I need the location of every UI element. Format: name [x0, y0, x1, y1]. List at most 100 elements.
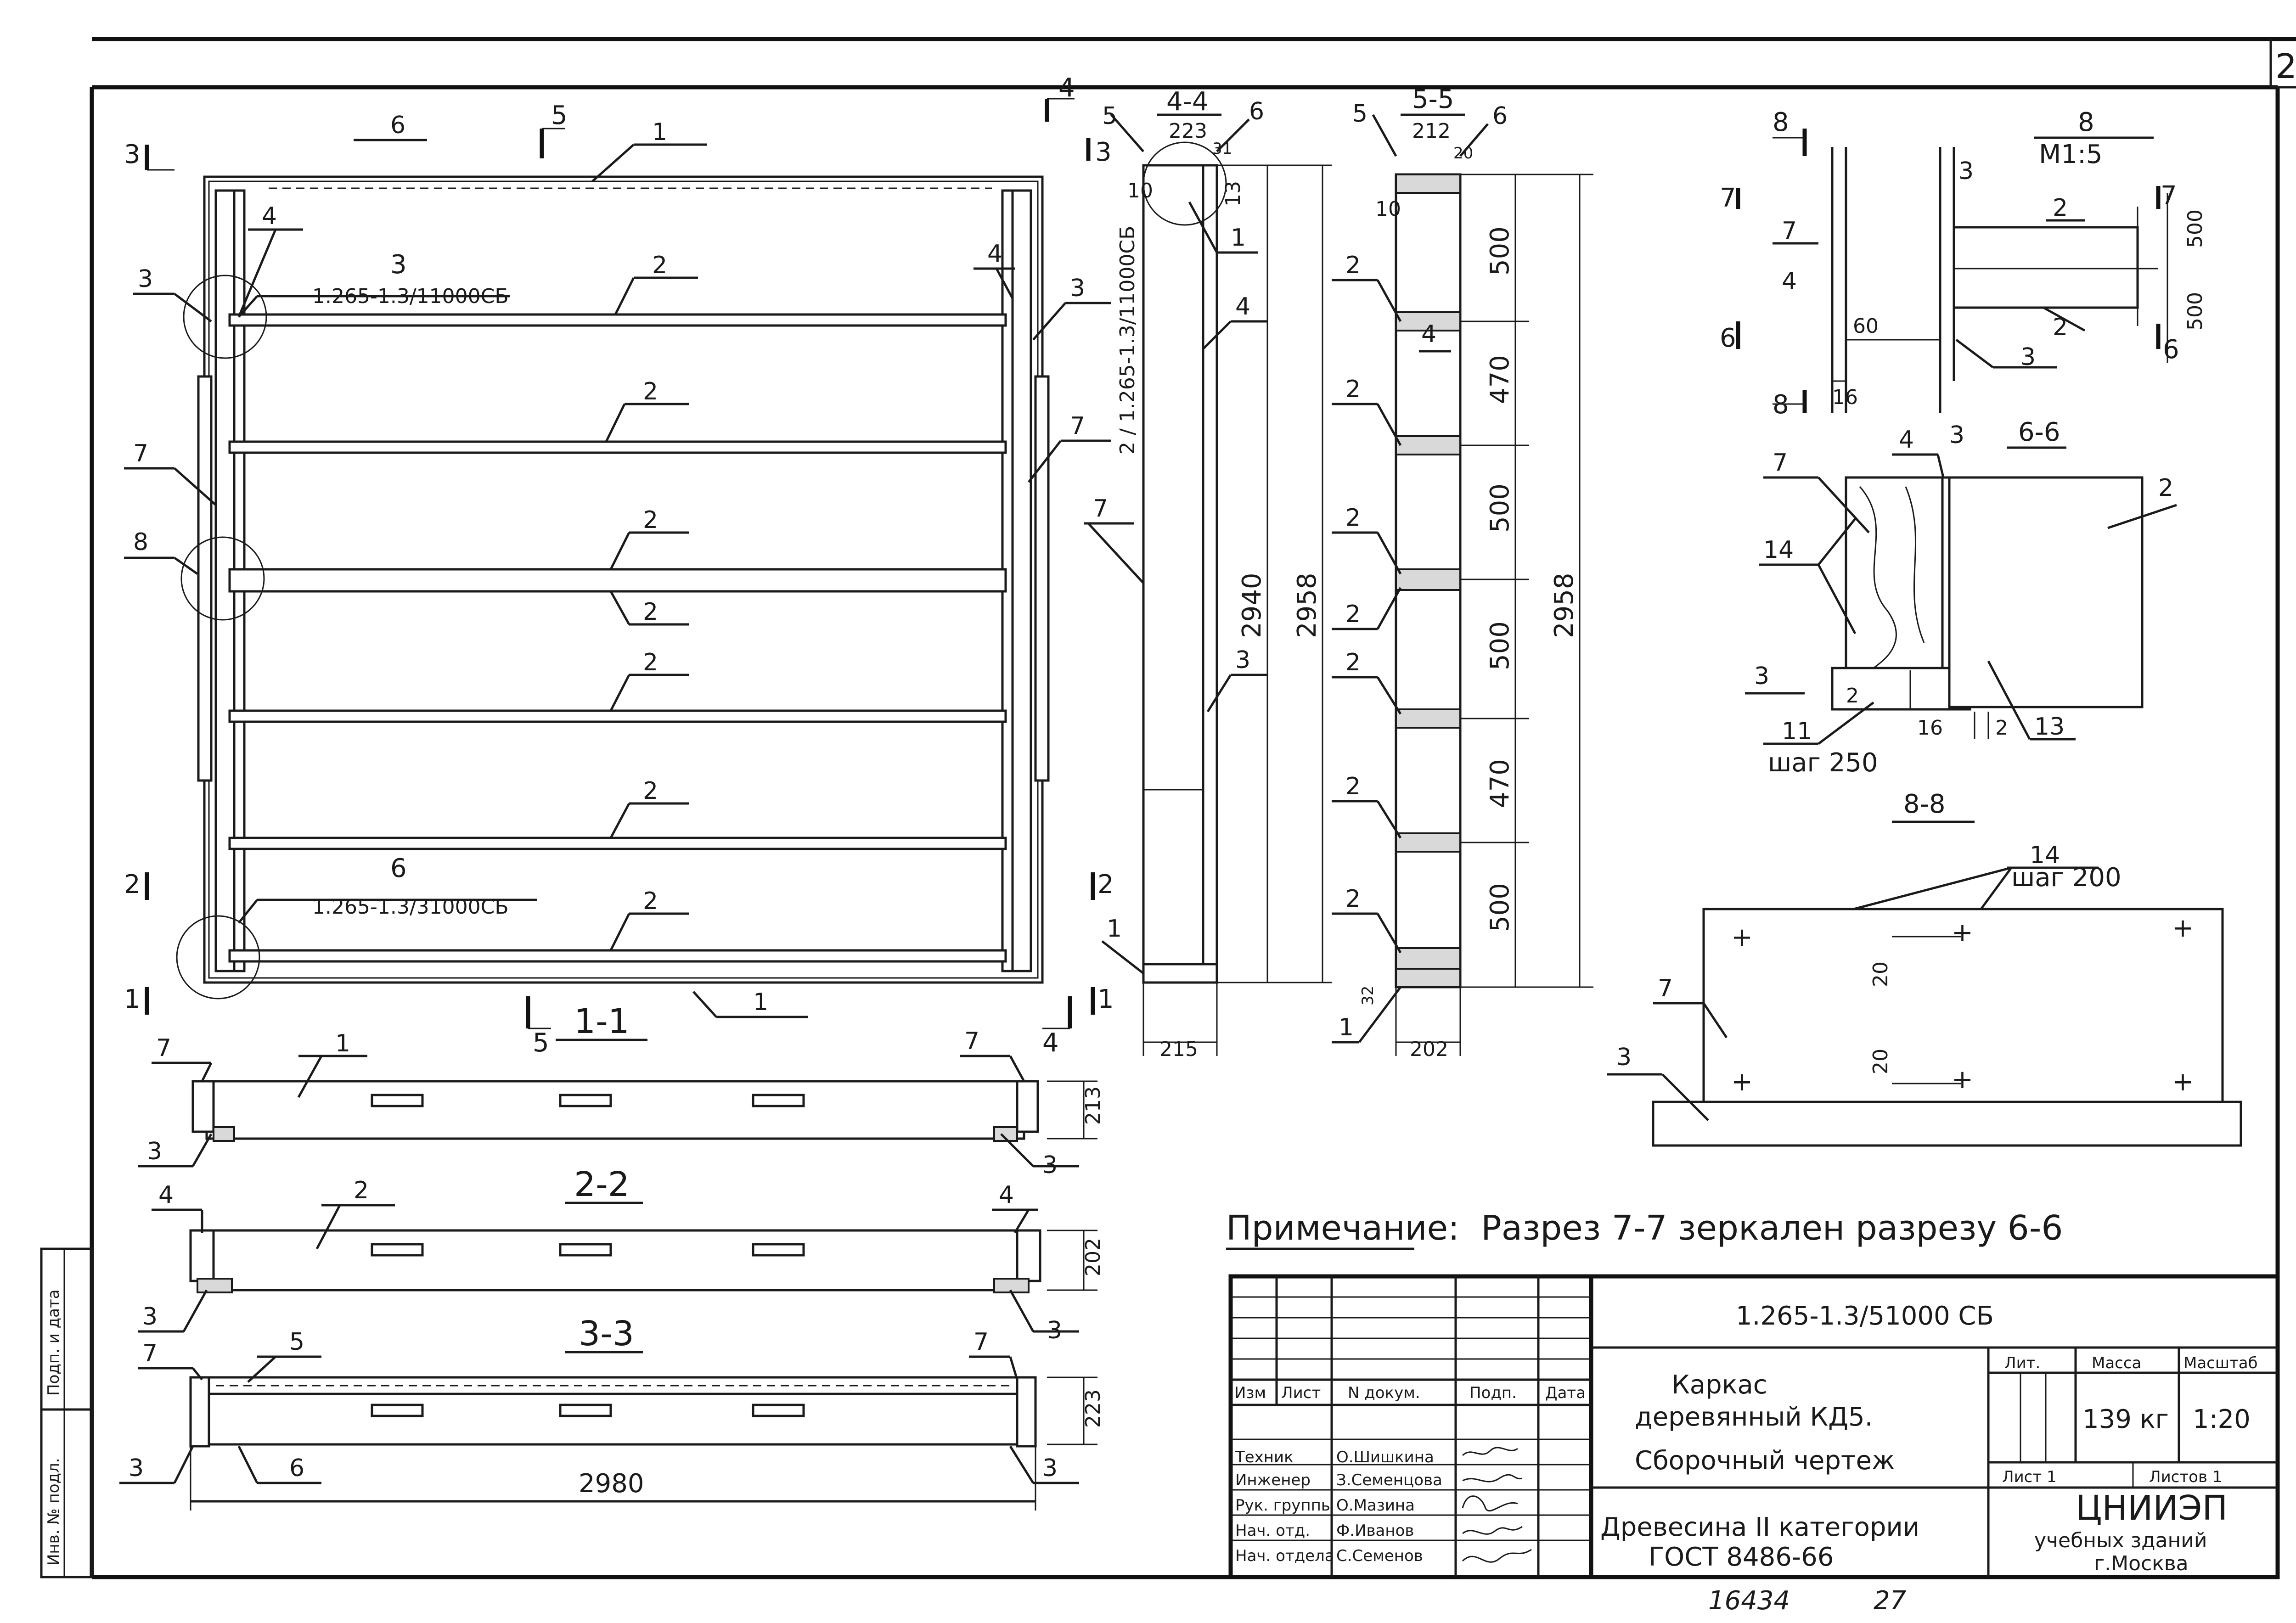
item-label: 2	[643, 777, 658, 805]
item-label: 7	[964, 1028, 979, 1055]
item-label: 11	[1782, 718, 1812, 745]
item-label: 2	[2053, 314, 2068, 341]
item-label: 2	[1846, 684, 1859, 708]
item-label: 2	[2053, 194, 2068, 222]
scale-header: Масштаб	[2183, 1354, 2258, 1372]
item-label: 2	[643, 598, 658, 626]
col-header: Подп.	[1469, 1384, 1517, 1402]
item-label: 6	[1492, 102, 1508, 130]
item-label: 7	[974, 1328, 989, 1356]
section-5-5: 5-5 212 500 470 500 500 470 500 2958 202…	[1332, 84, 1593, 1061]
item-label: 1	[753, 988, 768, 1016]
section-title: 5-5	[1412, 84, 1454, 114]
section-mark: 1	[124, 984, 141, 1014]
item-label: 4	[999, 1181, 1014, 1209]
role: Рук. группы	[1235, 1496, 1334, 1515]
item-label: 7	[1658, 975, 1673, 1002]
col-header: N докум.	[1348, 1384, 1420, 1402]
item-label: 2	[354, 1177, 369, 1204]
sheet-no: Лист 1	[2002, 1468, 2057, 1486]
main-item-leaders: 1 2 2 2 2 2 2 2 3 3 4 4 6 7 7 8 1	[124, 112, 1111, 1018]
col-header: Дата	[1545, 1384, 1586, 1402]
item-label: 3	[1047, 1317, 1062, 1344]
dim-500: 500	[1485, 226, 1515, 275]
dim-202: 202	[1410, 1038, 1448, 1061]
section-mark: 6	[2163, 335, 2179, 365]
item-label: 3	[1070, 275, 1085, 302]
section-subtitle: 212	[1412, 119, 1451, 143]
item-label: 4	[1235, 293, 1250, 320]
signatures	[1462, 1447, 1532, 1563]
node-scale: М1:5	[2039, 140, 2102, 169]
item-label: 2	[2158, 474, 2173, 502]
org-l1: ЦНИИЭП	[2076, 1488, 2228, 1528]
item-label: 6	[289, 1455, 304, 1482]
archive-number: 16434	[1708, 1586, 1790, 1616]
title-block: Изм Лист N докум. Подп. Дата Техник Инже…	[1228, 1274, 2280, 1579]
node-2-ref: 2 / 1.265-1.3/11000СБ	[1116, 226, 1139, 455]
item-label: 2	[1345, 376, 1361, 403]
item-label: 2	[1345, 885, 1361, 913]
sheet-count: Листов 1	[2149, 1468, 2222, 1486]
item-label: 3	[1235, 646, 1250, 674]
doc-name-l2: деревянный КД5.	[1635, 1402, 1873, 1432]
dim-13: 13	[1221, 181, 1245, 207]
dim-16: 16	[1832, 386, 1858, 409]
doc-code: 1.265-1.3/51000 СБ	[1736, 1301, 1994, 1331]
item-label: 2	[1345, 252, 1361, 279]
dim-2980: 2980	[579, 1469, 644, 1499]
dim-213: 213	[1081, 1086, 1105, 1125]
item-label: 13	[2034, 713, 2065, 741]
item-label: 4	[1421, 320, 1436, 348]
dim-500: 500	[1485, 483, 1515, 533]
section-mark: 1	[1097, 984, 1114, 1014]
item-label: 7	[1070, 412, 1085, 440]
section-mark: 5	[551, 101, 568, 130]
drawing-note: Примечание: Разрез 7-7 зеркален разрезу …	[1226, 1208, 2063, 1248]
plus: +	[1731, 1067, 1753, 1097]
section-title: 6-6	[2018, 417, 2060, 447]
role: Нач. отд.	[1235, 1522, 1310, 1540]
section-2-2: 2-2 202 4 2 4 3 3	[138, 1165, 1105, 1344]
section-mark: 7	[1720, 183, 1736, 213]
item-label: 1	[1339, 1014, 1354, 1041]
step-250: шаг 250	[1768, 748, 1878, 778]
dim-10: 10	[1127, 179, 1153, 202]
material-l1: Древесина II категории	[1600, 1512, 1919, 1542]
doc-name-l1: Каркас	[1671, 1370, 1767, 1400]
section-mark: 8	[1773, 107, 1789, 137]
person-name: О.Шишкина	[1336, 1448, 1434, 1466]
item-label: 14	[2030, 842, 2060, 869]
item-label: 2	[1345, 601, 1361, 628]
dim-202: 202	[1081, 1238, 1105, 1276]
section-cut-marks: 3 5 4 2 2 1 1 5 4	[124, 73, 1114, 1058]
item-label: 5	[1352, 100, 1367, 128]
scale-value: 1:20	[2193, 1404, 2251, 1434]
doc-name-l3: Сборочный чертеж	[1635, 1446, 1895, 1476]
item-label: 1	[1107, 915, 1122, 943]
section-mark: 2	[124, 870, 141, 899]
person-name: Ф.Иванов	[1336, 1522, 1414, 1540]
item-label: 7	[1093, 495, 1108, 522]
section-6-6: 6-6 16 2 шаг 250 11 7 4 3 14 3 13 2 2	[1745, 417, 2177, 778]
item-label: 14	[1763, 536, 1794, 564]
section-mark: 3	[1095, 137, 1112, 167]
material-l2: ГОСТ 8486-66	[1649, 1542, 1834, 1572]
section-8-8: 8-8 14 шаг 200 + + + + + + 20 20 7 3	[1607, 789, 2242, 1147]
dim-215: 215	[1159, 1038, 1198, 1061]
stamp-sign-date: Подп. и дата	[45, 1289, 63, 1396]
item-label: 3	[2020, 343, 2036, 371]
section-title: 2-2	[574, 1165, 630, 1204]
plus: +	[1731, 922, 1753, 952]
item-label: 2	[652, 252, 667, 279]
item-label: 2	[643, 378, 658, 405]
plus: +	[2172, 1067, 2194, 1097]
dim-20: 20	[1869, 961, 1892, 987]
dim-2: 2	[1995, 716, 2008, 740]
section-mark: 5	[533, 1028, 549, 1058]
org-l2: учебных зданий	[2034, 1529, 2207, 1552]
item-label: 2	[1345, 649, 1361, 676]
col-header: Лист	[1281, 1384, 1321, 1402]
dim-10: 10	[1375, 197, 1401, 221]
